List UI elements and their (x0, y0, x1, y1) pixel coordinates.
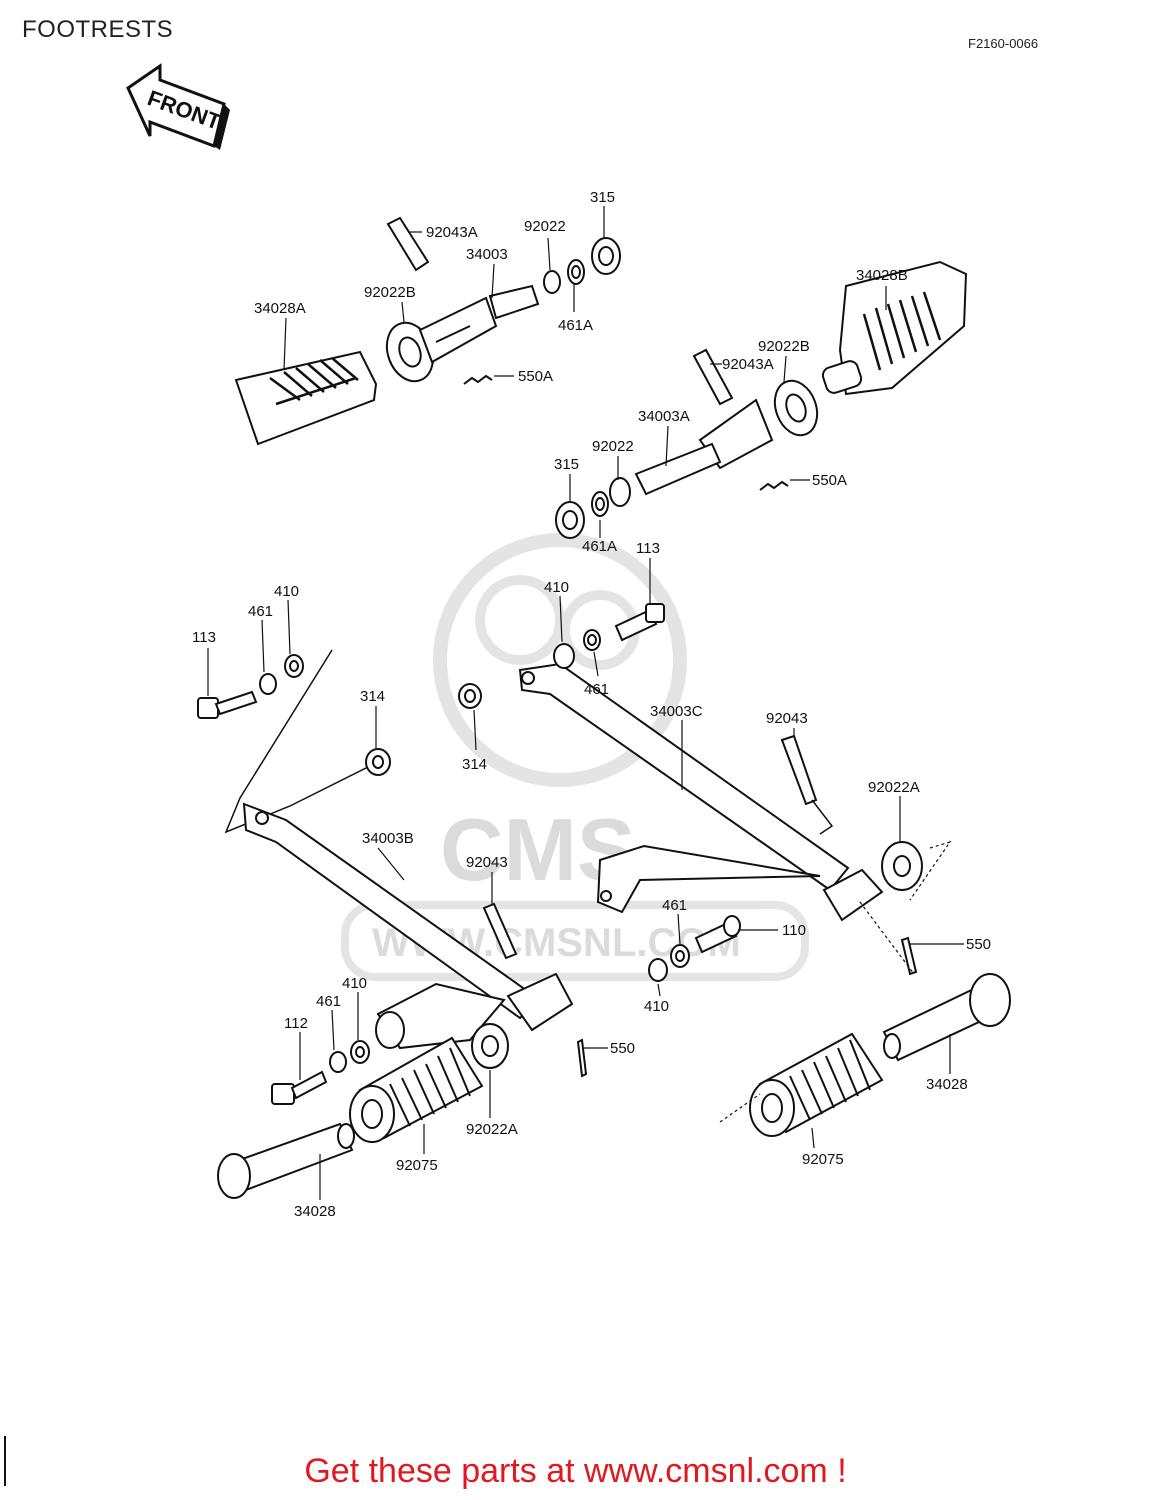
label-550A: 550A (518, 368, 553, 385)
left-edge-rule (4, 1436, 6, 1486)
label-34028A: 34028A (254, 300, 306, 317)
label-461A: 461A (558, 317, 593, 334)
label-550A: 550A (812, 472, 847, 489)
label-110: 110 (782, 922, 806, 939)
footer-link[interactable]: Get these parts at www.cmsnl.com ! (304, 1452, 847, 1490)
label-315: 315 (554, 456, 579, 473)
label-92043: 92043 (766, 710, 808, 727)
label-34028B: 34028B (856, 267, 908, 284)
label-410: 410 (544, 579, 569, 596)
label-92075: 92075 (396, 1157, 438, 1174)
label-92022B: 92022B (364, 284, 416, 301)
top-right-footpeg-assembly (555, 260, 968, 539)
label-410: 410 (644, 998, 669, 1015)
label-92022: 92022 (592, 438, 634, 455)
label-461: 461 (662, 897, 687, 914)
label-410: 410 (342, 975, 367, 992)
label-34028: 34028 (926, 1076, 968, 1093)
label-34003A: 34003A (638, 408, 690, 425)
label-92043A: 92043A (722, 356, 774, 373)
label-315: 315 (590, 189, 615, 206)
label-92043: 92043 (466, 854, 508, 871)
label-314: 314 (462, 756, 487, 773)
label-92022A: 92022A (868, 779, 920, 796)
label-461: 461 (584, 681, 609, 698)
leader-lines (207, 206, 964, 1200)
label-550: 550 (966, 936, 991, 953)
label-410: 410 (274, 583, 299, 600)
label-461: 461 (316, 993, 341, 1010)
label-92022: 92022 (524, 218, 566, 235)
part-labels: 315 92043A 92022 34003 92022B 34028A 461… (192, 189, 991, 1220)
label-314: 314 (360, 688, 385, 705)
figure-code: F2160-0066 (968, 36, 1039, 51)
label-92022A: 92022A (466, 1121, 518, 1138)
lower-left-assembly (197, 649, 588, 1199)
label-461A: 461A (582, 538, 617, 555)
front-arrow: FRONT (126, 63, 230, 150)
top-left-footpeg-assembly (234, 216, 621, 446)
label-34003C: 34003C (650, 703, 703, 720)
page-title: FOOTRESTS (22, 16, 174, 43)
label-34003B: 34003B (362, 830, 414, 847)
label-461: 461 (248, 603, 273, 620)
parts-diagram: CMS WWW.CMSNL.COM FRONT (126, 63, 1011, 1220)
label-92075: 92075 (802, 1151, 844, 1168)
label-92022B: 92022B (758, 338, 810, 355)
label-113: 113 (192, 629, 216, 646)
lower-right-assembly (458, 603, 1011, 1137)
label-113: 113 (636, 540, 660, 557)
label-92043A: 92043A (426, 224, 478, 241)
label-34003: 34003 (466, 246, 508, 263)
label-112: 112 (284, 1015, 308, 1032)
label-34028: 34028 (294, 1203, 336, 1220)
label-550: 550 (610, 1040, 635, 1057)
